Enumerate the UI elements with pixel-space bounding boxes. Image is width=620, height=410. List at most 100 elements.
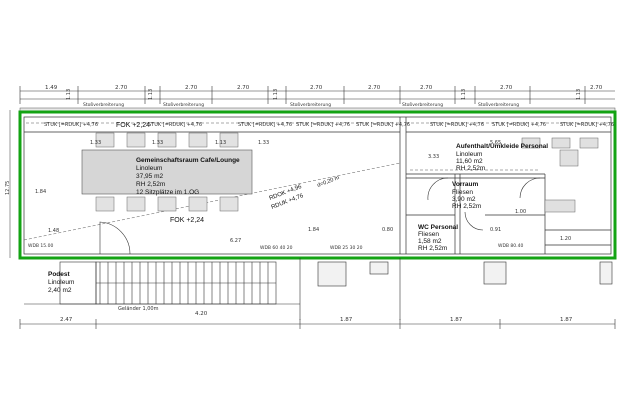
stuk-label: STUK [=RDUK] +4,76 (356, 122, 410, 128)
interior-walls (23, 116, 612, 255)
stuk-label: STUK [=RDUK] +4,76 (44, 122, 98, 128)
dim-label: 2.70 (500, 85, 513, 91)
chair (219, 132, 239, 148)
dim-label: 0.91 (490, 227, 501, 233)
fok-bottom-label: FOK +2,24 (170, 217, 204, 224)
upper-dim-labels: 1.33 1.33 1.13 1.33 3.33 5.65 1.84 (35, 140, 501, 195)
top-dimension-chain (19, 86, 615, 104)
stoss-label: Stoßverbreiterung (290, 102, 331, 108)
dim-label: 1.13 (215, 140, 226, 146)
room-vorraum: Vorraum Fliesen 3,90 m2 RH 2,52m (452, 181, 481, 210)
dim-label: 1.84 (35, 189, 46, 195)
dim-label: 1.13 (66, 89, 72, 100)
wall-openings (317, 261, 613, 287)
room-note: 12 Sitzplätze im 1.OG (136, 189, 199, 196)
room-aufenthalt: Aufenthalt/Umkleide Personal Linoleum 11… (456, 143, 548, 172)
bottom-dimension-chain (19, 319, 616, 329)
ceiling-lines (23, 122, 608, 241)
chair (126, 132, 146, 148)
stuk-label: STUK [=RDUK] +4,76 (492, 122, 546, 128)
room-floor: Fliesen (418, 231, 439, 238)
staircase (24, 258, 401, 320)
room-area: 37,95 m2 (136, 173, 163, 180)
fok-top-label: FOK +2,24 (116, 122, 150, 129)
dim-label: 1.20 (560, 236, 571, 242)
room-height: RH 2,52m (418, 245, 447, 252)
dim-label: 1.33 (258, 140, 269, 146)
dim-label: 1.84 (308, 227, 319, 233)
chair (157, 132, 177, 148)
room-floor: Fliesen (452, 189, 473, 196)
top-dimension-labels: 1.49 2.70 2.70 2.70 2.70 2.70 2.70 2.70 … (45, 85, 603, 91)
dim-label: 6.27 (230, 238, 241, 244)
dim-label: 1.13 (148, 89, 154, 100)
dim-label: 5.65 (490, 140, 501, 146)
dim-label: 2.47 (60, 317, 73, 323)
middle-dim-labels: 1.48 6.27 1.84 0.80 0.91 1.00 1.20 (48, 209, 571, 244)
dim-label: 1.87 (450, 317, 463, 323)
dim-label: 1.33 (90, 140, 101, 146)
room-floor: Linoleum (48, 279, 74, 286)
room-name: WC Personal (418, 224, 458, 231)
stoss-label: Stoßverbreiterung (163, 102, 204, 108)
room-area: 2,40 m2 (48, 287, 72, 294)
stuk-labels: STUK [=RDUK] +4,76 STUK [=RDUK] +4,76 ST… (44, 122, 614, 128)
dim-label: 1.33 (152, 140, 163, 146)
dim-label: 2.70 (420, 85, 433, 91)
door-label: WDB 80.40 (498, 243, 523, 249)
stuk-label: STUK [=RDUK] +4,76 (296, 122, 350, 128)
dim-label: 1.13 (576, 89, 582, 100)
room-height: RH 2,52m (456, 165, 485, 172)
stuk-label: STUK [=RDUK] +4,76 (238, 122, 292, 128)
dim-label: 1.48 (48, 228, 59, 234)
stuk-label: STUK [=RDUK] +4,76 (430, 122, 484, 128)
room-height: RH 2,52m (136, 181, 165, 188)
dim-label: 4.20 (195, 311, 208, 317)
chair (157, 196, 177, 212)
dim-label: 2.70 (185, 85, 198, 91)
room-wc: WC Personal Fliesen 1,58 m2 RH 2,52m (418, 224, 458, 252)
chair (219, 196, 239, 212)
room-name: Aufenthalt/Umkleide Personal (456, 143, 548, 150)
dim-label: 1.49 (45, 85, 58, 91)
chair (188, 132, 208, 148)
dim-label: 2.70 (115, 85, 128, 91)
rotated-top-labels: 1.13 1.13 1.13 1.13 1.13 (66, 89, 582, 100)
room-height: RH 2,52m (452, 203, 481, 210)
dim-label: 1.87 (340, 317, 353, 323)
dining-table-group (81, 132, 253, 212)
railing-label: Geländer 1,00m (118, 306, 159, 312)
slope-label: d=0,20 m (317, 175, 341, 189)
stoss-label: Stoßverbreiterung (83, 102, 124, 108)
door-label: WDB 25 30 20 (330, 245, 363, 251)
room-gemeinschaftsraum: Gemeinschaftsraum Cafe/Lounge Linoleum 3… (136, 157, 240, 196)
dim-label: 1.87 (560, 317, 573, 323)
dim-label: 3.33 (428, 154, 439, 160)
room-name: Gemeinschaftsraum Cafe/Lounge (136, 157, 240, 164)
stuk-label: STUK [=RDUK] +4,76 (560, 122, 614, 128)
room-name: Vorraum (452, 181, 478, 188)
room-area: 3,90 m2 (452, 196, 476, 203)
dim-label: 2.70 (368, 85, 381, 91)
room-area: 1,58 m2 (418, 238, 442, 245)
room-floor: Linoleum (136, 165, 162, 172)
chair (95, 132, 115, 148)
dim-label: 2.70 (310, 85, 323, 91)
dim-label: 2.70 (237, 85, 250, 91)
door-label: WDB 60 40 20 (260, 245, 293, 251)
staff-room-furniture (521, 137, 599, 213)
chair (188, 196, 208, 212)
door-label: WDB 15.00 (28, 243, 53, 249)
door-labels: WDB 15.00 WDB 60 40 20 WDB 25 30 20 WDB … (28, 243, 523, 251)
dim-label: 12.75 (5, 181, 11, 195)
room-area: 11,60 m2 (456, 158, 483, 165)
dim-label: 2.70 (590, 85, 603, 91)
bottom-dim-labels: 2.47 4.20 1.87 1.87 1.87 (60, 311, 573, 323)
room-name: Podest (48, 271, 71, 278)
chair (126, 196, 146, 212)
stuk-label: STUK [=RDUK] +4,76 (148, 122, 202, 128)
dim-label: 1.00 (515, 209, 526, 215)
dim-label: 1.13 (273, 89, 279, 100)
dim-label: 1.13 (461, 89, 467, 100)
